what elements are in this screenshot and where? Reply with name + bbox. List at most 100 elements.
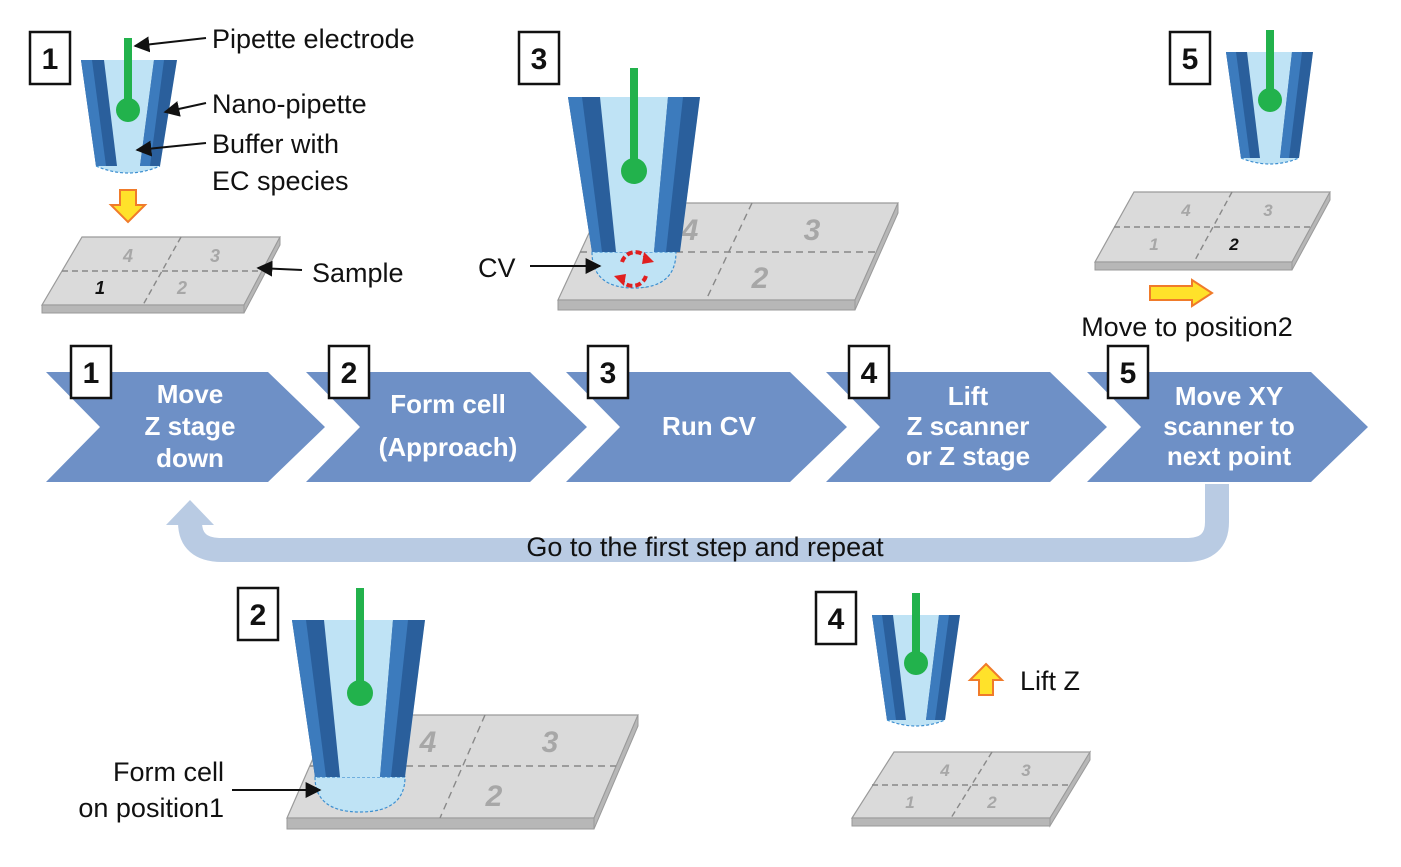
panel-4: 4 Lift Z 4 3 1 2 — [814, 590, 1092, 828]
step-5: Move XY scanner to next point 5 — [1087, 344, 1368, 482]
step-4-line-2: Z scanner — [907, 411, 1030, 441]
sample-quadrant-4: 4 — [419, 726, 437, 759]
panel-1-number-box — [28, 30, 72, 86]
step-5-line-3: next point — [1167, 441, 1292, 471]
step-2-line-1: Form cell — [390, 389, 506, 419]
panel-2-number: 2 — [250, 599, 267, 632]
step-3-number: 3 — [600, 357, 617, 390]
sample-quadrant-4: 4 — [681, 214, 699, 247]
pipette-electrode-tip — [347, 680, 373, 706]
pipette-electrode-wire — [1266, 30, 1274, 100]
loop-arrow-head — [166, 500, 214, 525]
nano-pipette — [81, 38, 177, 174]
sample-quadrant-3: 3 — [542, 726, 559, 759]
sample-plate: 4 3 1 2 — [850, 750, 1092, 828]
loop-arrow-path — [178, 484, 1229, 562]
panel-3: 3 4 3 1 2 CV — [478, 30, 899, 311]
step-5-number: 5 — [1120, 357, 1137, 390]
step-2-number: 2 — [341, 357, 358, 390]
sample-plate: 4 3 1 2 — [1093, 191, 1332, 271]
sample-quadrant-3: 3 — [210, 246, 220, 266]
label-form-cell-line-2: on position1 — [78, 793, 224, 823]
step-2-line-2: (Approach) — [379, 432, 518, 462]
pipette-electrode-wire — [630, 68, 638, 171]
panel-4-number: 4 — [828, 603, 845, 636]
label-buffer-line-2: EC species — [212, 166, 349, 196]
right-arrow-icon — [1149, 278, 1214, 308]
panel-5-number: 5 — [1182, 43, 1199, 76]
sample-quadrant-2: 2 — [751, 262, 769, 295]
panel-5: 5 4 3 1 2 Move to position2 — [1081, 30, 1332, 342]
panel-1: 1 4 3 1 2 Pipette electrode — [28, 24, 415, 314]
step-5-number-box — [1106, 344, 1150, 400]
sample-plate: 4 3 1 2 — [40, 236, 281, 314]
step-3-number-box — [586, 344, 630, 400]
panel-2: 2 4 3 1 2 Form cell on position1 — [78, 586, 639, 830]
step-1: Move Z stage down 1 — [46, 344, 325, 482]
nano-pipette — [1226, 30, 1313, 165]
step-4-line-3: or Z stage — [906, 441, 1030, 471]
panel-5-number-box — [1168, 30, 1212, 86]
sample-quadrant-2: 2 — [1228, 235, 1239, 254]
step-2: Form cell (Approach) 2 — [306, 344, 587, 482]
sample-quadrant-4: 4 — [122, 246, 133, 266]
step-1-number: 1 — [83, 357, 100, 390]
pipette-electrode-wire — [356, 588, 364, 693]
sample-quadrant-1: 1 — [95, 278, 105, 298]
step-4-number: 4 — [861, 357, 878, 390]
sample-quadrant-2: 2 — [986, 793, 997, 812]
sample-quadrant-2: 2 — [176, 278, 187, 298]
label-buffer-line-1: Buffer with — [212, 129, 339, 159]
panel-3-number: 3 — [531, 43, 548, 76]
panel-2-number-box — [236, 586, 280, 642]
step-2-number-box — [327, 344, 371, 400]
pipette-electrode-tip — [116, 98, 140, 122]
nano-pipette — [568, 68, 700, 289]
sample-quadrant-4: 4 — [939, 761, 950, 780]
pipette-electrode-tip — [1258, 88, 1282, 112]
sample-quadrant-3: 3 — [804, 214, 821, 247]
step-5-line-1: Move XY — [1175, 381, 1283, 411]
nano-pipette — [872, 593, 960, 727]
sample-quadrant-4: 4 — [1180, 201, 1191, 220]
panel-3-number-box — [517, 30, 561, 86]
step-5-chevron — [1087, 372, 1368, 482]
step-4-number-box — [847, 344, 891, 400]
loop-label: Go to the first step and repeat — [526, 532, 884, 562]
step-1-number-box — [69, 344, 113, 400]
label-move-to-position2: Move to position2 — [1081, 312, 1293, 342]
step-chevrons: Move Z stage down 1 Form cell (Approach)… — [46, 344, 1368, 482]
panel-4-number-box — [814, 590, 858, 646]
label-lift-z: Lift Z — [1020, 666, 1080, 696]
pipette-electrode-wire — [912, 593, 920, 663]
step-4-chevron — [826, 372, 1107, 482]
sample-quadrant-2: 2 — [485, 780, 503, 813]
sample-quadrant-1: 1 — [1149, 235, 1158, 254]
step-1-line-2: Z stage — [144, 411, 235, 441]
step-2-chevron — [306, 372, 587, 482]
step-4-line-1: Lift — [948, 381, 989, 411]
step-3: Run CV 3 — [566, 344, 847, 482]
label-cv: CV — [478, 253, 516, 283]
step-4: Lift Z scanner or Z stage 4 — [826, 344, 1107, 482]
sample-quadrant-3: 3 — [1021, 761, 1031, 780]
label-sample: Sample — [312, 258, 404, 288]
pipette-electrode-wire — [124, 38, 132, 110]
step-3-chevron — [566, 372, 847, 482]
step-1-line-3: down — [156, 443, 224, 473]
step-1-line-1: Move — [157, 379, 223, 409]
label-form-cell-line-1: Form cell — [113, 757, 224, 787]
panel-1-number: 1 — [42, 43, 59, 76]
step-5-line-2: scanner to — [1163, 411, 1295, 441]
step-3-line-1: Run CV — [662, 411, 757, 441]
up-arrow-icon — [967, 662, 1005, 696]
sample-quadrant-1: 1 — [905, 793, 914, 812]
repeat-loop-arrow: Go to the first step and repeat — [166, 484, 1229, 562]
label-nano-pipette: Nano-pipette — [212, 89, 367, 119]
down-arrow-icon — [108, 189, 148, 224]
nano-pipette — [292, 588, 425, 813]
sample-quadrant-3: 3 — [1263, 201, 1273, 220]
pipette-electrode-tip — [621, 158, 647, 184]
step-1-chevron — [46, 372, 325, 482]
